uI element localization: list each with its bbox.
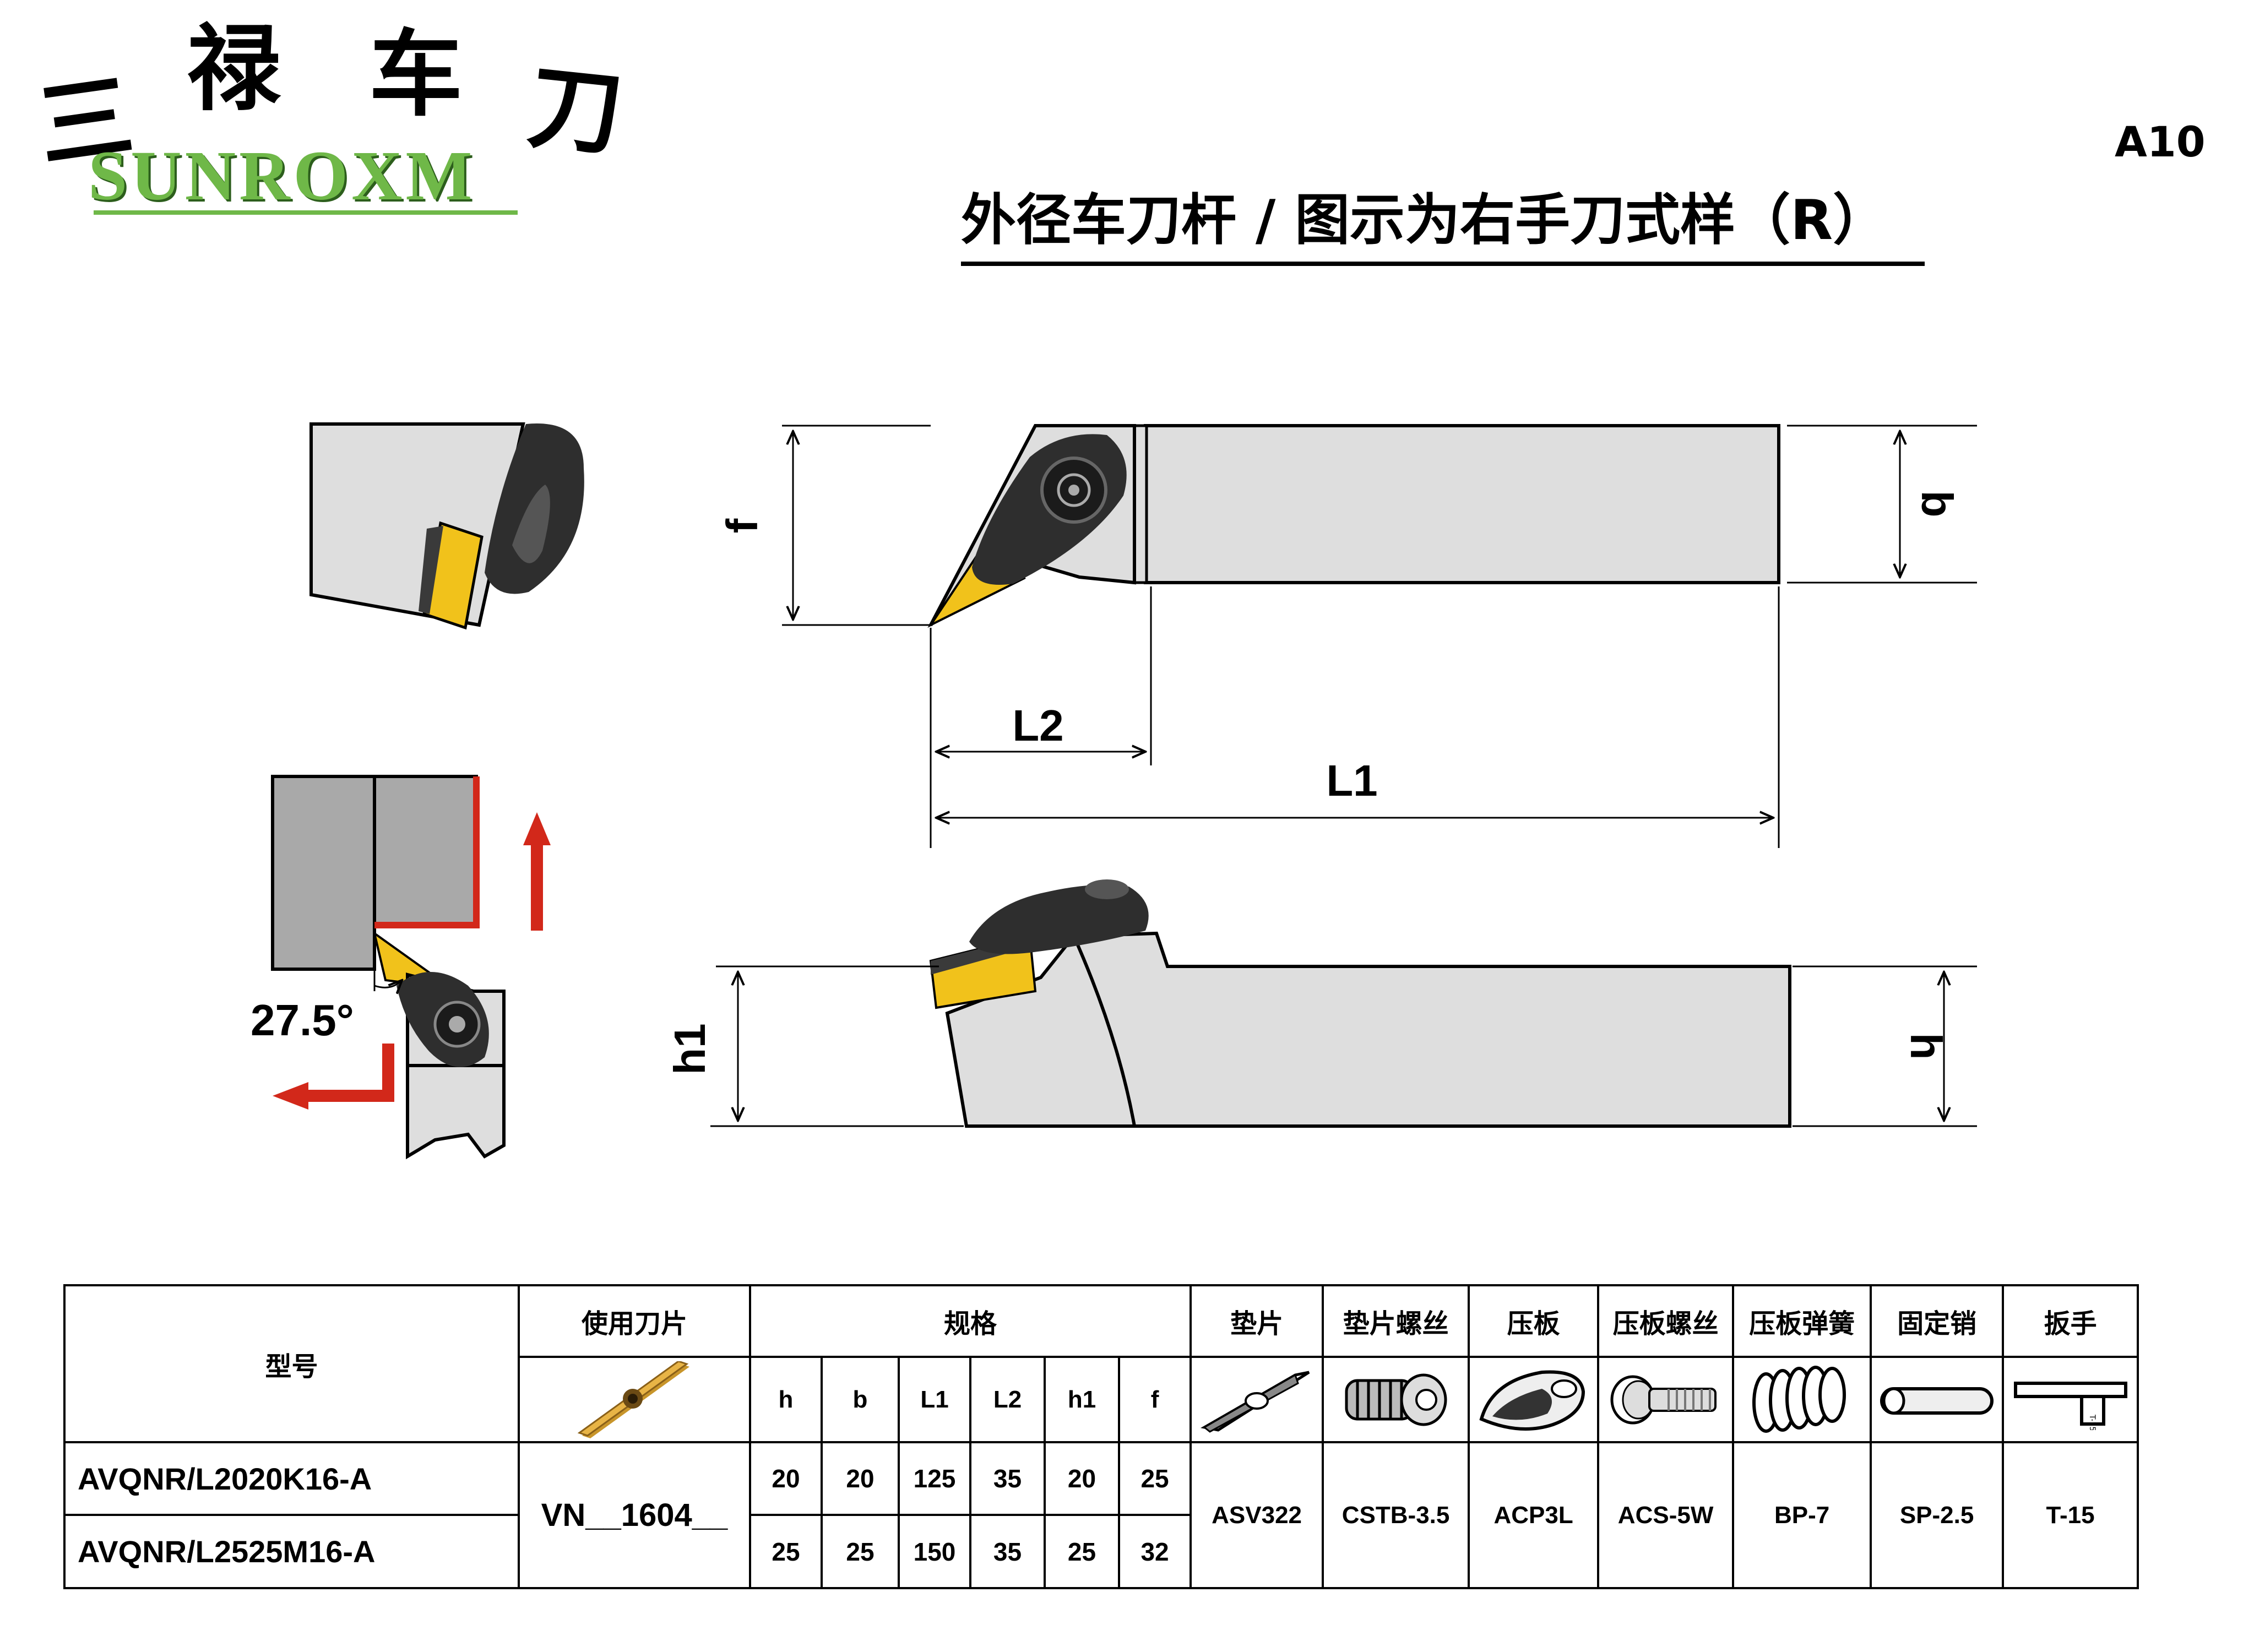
row1-f: 25 [1117, 1441, 1192, 1516]
clamp-screw-icon-cell [1597, 1356, 1735, 1443]
dim-h1-label: h1 [665, 1023, 714, 1074]
row1-h: 20 [749, 1441, 823, 1516]
row1-h1: 20 [1044, 1441, 1120, 1516]
row2-h1: 25 [1044, 1514, 1120, 1589]
shim-icon [1201, 1371, 1310, 1433]
spec-col-h1: h1 [1044, 1356, 1120, 1443]
insert-code: VN__1604__ [518, 1441, 751, 1589]
row1-L2: 35 [969, 1441, 1046, 1516]
clamp-icon-cell [1468, 1356, 1600, 1443]
part-clamp-spring: BP-7 [1732, 1441, 1872, 1589]
header-model: 型号 [63, 1284, 520, 1443]
header-wrench: 扳手 [2002, 1284, 2139, 1358]
insert-icon-cell [518, 1356, 751, 1443]
page-title: 外径车刀杆 / 图示为右手刀式样（R） [961, 188, 1888, 252]
row1-b: 20 [821, 1441, 900, 1516]
part-pin: SP-2.5 [1870, 1441, 2005, 1589]
header-insert: 使用刀片 [518, 1284, 751, 1358]
spec-col-L2: L2 [969, 1356, 1046, 1443]
part-shim-screw: CSTB-3.5 [1322, 1441, 1470, 1589]
side-view [929, 879, 1791, 1128]
shim-screw-icon-cell [1322, 1356, 1470, 1443]
dim-L1-label: L1 [1326, 756, 1377, 805]
shim-screw-icon [1345, 1373, 1447, 1426]
technical-drawing: f b L2 L1 h1 h [251, 422, 1977, 1160]
row2-f: 32 [1117, 1514, 1192, 1589]
plan-view [927, 424, 1780, 628]
part-wrench: T-15 [2002, 1441, 2139, 1589]
spec-col-b: b [821, 1356, 900, 1443]
spec-col-h: h [749, 1356, 823, 1443]
part-clamp: ACP3L [1468, 1441, 1600, 1589]
machining-view [271, 775, 551, 1160]
header-shim-screw: 垫片螺丝 [1322, 1284, 1470, 1358]
header-shim: 垫片 [1190, 1284, 1324, 1358]
dim-b-label: b [1913, 491, 1962, 518]
wrench-icon: T-15 [2013, 1381, 2127, 1430]
part-clamp-screw: ACS-5W [1597, 1441, 1735, 1589]
row2-L2: 35 [969, 1514, 1046, 1589]
model-row-1: AVQNR/L2020K16-A [63, 1441, 520, 1516]
spec-col-f: f [1117, 1356, 1192, 1443]
clamp-screw-icon [1610, 1375, 1717, 1424]
brand-char-3: 车 [369, 19, 463, 129]
clamp-spring-icon [1752, 1365, 1846, 1433]
header-pin: 固定销 [1870, 1284, 2005, 1358]
spec-col-L1: L1 [898, 1356, 971, 1443]
model-row-2: AVQNR/L2525M16-A [63, 1514, 520, 1589]
clamp-icon [1479, 1370, 1585, 1431]
pin-icon-cell [1870, 1356, 2005, 1443]
angle-label: 27.5° [251, 996, 354, 1045]
row2-b: 25 [821, 1514, 900, 1589]
header-clamp-spring: 压板弹簧 [1732, 1284, 1872, 1358]
dim-L2-label: L2 [1012, 701, 1063, 750]
clamp-spring-icon-cell [1732, 1356, 1872, 1443]
svg-text:T-15: T-15 [2088, 1414, 2097, 1430]
title-underline [961, 262, 1925, 266]
page-code: A10 [2115, 117, 2206, 166]
part-shim: ASV322 [1190, 1441, 1324, 1589]
wrench-icon-cell: T-15 [2002, 1356, 2139, 1443]
brand-logo-english: SUNROXM [88, 137, 476, 215]
end-view [309, 422, 584, 630]
brand-underline [94, 210, 518, 215]
brand-char-2: 禄 [187, 14, 281, 124]
shim-icon-cell [1190, 1356, 1324, 1443]
brand-logo-chinese: 三 禄 车 刀 [31, 14, 628, 182]
row2-h: 25 [749, 1514, 823, 1589]
dim-h-label: h [1902, 1033, 1951, 1060]
specification-table: 型号 使用刀片 规格 垫片 垫片螺丝 压板 压板螺丝 压板弹簧 固定销 扳手 h… [63, 1284, 2139, 1589]
dim-f-label: f [718, 518, 767, 533]
header-clamp-screw: 压板螺丝 [1597, 1284, 1735, 1358]
pin-icon [1880, 1387, 1994, 1415]
header-clamp: 压板 [1468, 1284, 1600, 1358]
row1-L1: 125 [898, 1441, 971, 1516]
header-spec: 规格 [748, 1284, 1192, 1358]
insert-icon [577, 1361, 689, 1438]
row2-L1: 150 [898, 1514, 971, 1589]
